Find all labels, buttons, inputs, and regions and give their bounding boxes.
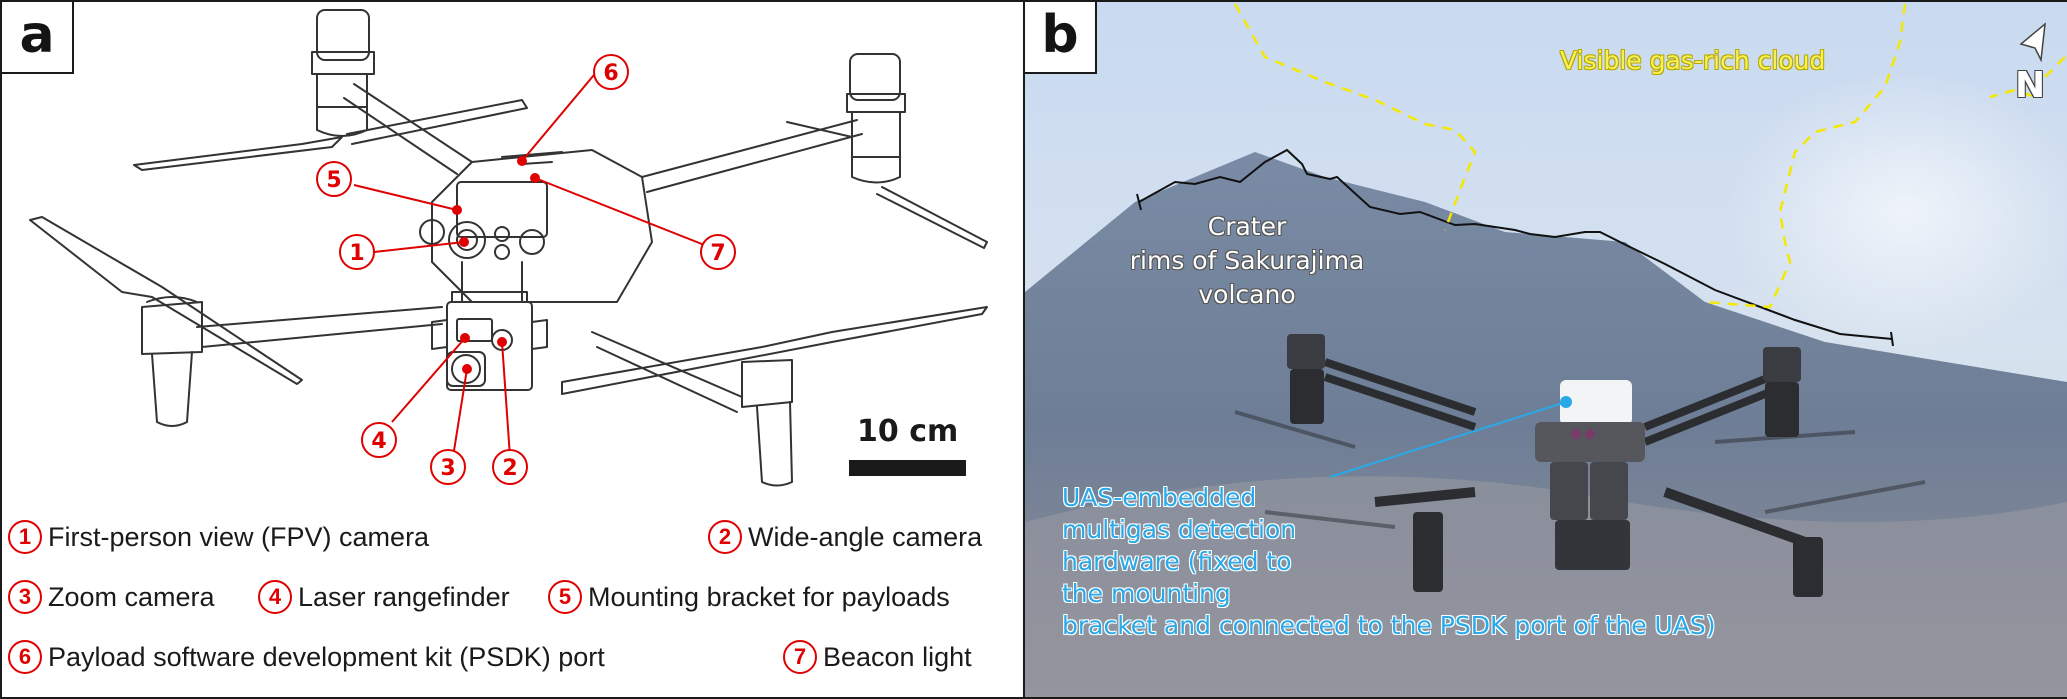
marker-2 (492, 449, 528, 485)
legend-item-5: 5 Mounting bracket for payloads (548, 580, 950, 614)
drone-body (419, 149, 653, 303)
panel-label-a: a (2, 2, 74, 74)
drone-photo (1287, 334, 1823, 597)
panel-label-b: b (1025, 2, 1097, 74)
legend-number-1: 1 (8, 520, 42, 554)
legend-item-3: 3 Zoom camera (8, 580, 215, 614)
crater-label-line-2: rims of Sakurajima (1129, 246, 1365, 275)
rear-right-arm (641, 53, 906, 193)
scale-bar-label: 10 cm (857, 414, 959, 449)
legend-text-5: Mounting bracket for payloads (588, 581, 950, 612)
marker-5 (316, 161, 352, 197)
uas-label-line-1: UAS-embedded (1062, 483, 1257, 512)
marker-6 (593, 54, 629, 90)
legend-number-7: 7 (783, 640, 817, 674)
propeller-front-left (29, 216, 303, 385)
legend-row-1: 1 First-person view (FPV) camera 2 Wide-… (8, 520, 1013, 560)
rear-left-arm (311, 9, 473, 175)
propeller-front-right (561, 306, 988, 395)
legend-text-1: First-person view (FPV) camera (48, 521, 430, 552)
legend-row-2: 3 Zoom camera 4 Laser rangefinder 5 Moun… (8, 580, 1013, 620)
front-left-arm (141, 296, 443, 427)
gas-cloud-boundary (1233, 3, 1907, 309)
uas-label-line-3: hardware (fixed to (1062, 547, 1292, 576)
propeller-rear-right (786, 121, 988, 249)
marker-3-number: 3 (440, 456, 455, 481)
gimbal-payload (431, 291, 548, 391)
marker-1-number: 1 (349, 241, 364, 266)
legend-number-2: 2 (708, 520, 742, 554)
legend-text-4: Laser rangefinder (298, 581, 510, 612)
panel-b: b Visible gas-rich cloud Crater rims of … (1023, 2, 2067, 697)
legend-number-5: 5 (548, 580, 582, 614)
legend-text-7: Beacon light (823, 641, 972, 672)
legend-item-4: 4 Laser rangefinder (258, 580, 510, 614)
legend-number-6: 6 (8, 640, 42, 674)
crater-label-line-3: volcano (1198, 280, 1296, 309)
crater-label-line-1: Crater (1207, 212, 1287, 241)
legend-text-6: Payload software development kit (PSDK) … (48, 641, 605, 672)
legend-text-2: Wide-angle camera (748, 521, 983, 552)
marker-3 (430, 449, 466, 485)
marker-7 (700, 234, 736, 270)
legend-row-3: 6 Payload software development kit (PSDK… (8, 640, 1013, 680)
legend-item-2: 2 Wide-angle camera (708, 520, 982, 554)
drone-line-drawing: 5 1 6 7 4 3 2 (29, 9, 988, 487)
scale-bar (849, 460, 966, 476)
legend-item-1: 1 First-person view (FPV) camera (8, 520, 429, 554)
marker-2-number: 2 (502, 456, 517, 481)
propeller-rear-left (133, 99, 528, 171)
crater-rim-line (1138, 148, 1893, 340)
marker-5-number: 5 (326, 168, 341, 193)
uas-callout-line (1329, 401, 1567, 478)
legend-item-7: 7 Beacon light (783, 640, 972, 674)
cloud-label: Visible gas-rich cloud (1560, 46, 1826, 75)
crater-label: Crater rims of Sakurajima volcano (1127, 210, 1367, 312)
legend-text-3: Zoom camera (48, 581, 215, 612)
marker-4 (361, 422, 397, 458)
panel-a: a (2, 2, 1021, 697)
marker-6-number: 6 (603, 61, 618, 86)
uas-label-line-2: multigas detection (1062, 515, 1297, 544)
marker-1 (339, 234, 375, 270)
uas-label-line-4: the mounting (1062, 579, 1231, 608)
volcano-photo (1025, 2, 2067, 697)
uas-hardware-label: UAS-embedded multigas detection hardware… (1062, 482, 1716, 642)
marker-7-number: 7 (710, 241, 725, 266)
marker-4-number: 4 (371, 429, 386, 454)
north-label: N (2015, 65, 2046, 106)
north-arrow-icon (2019, 22, 2046, 63)
legend-number-3: 3 (8, 580, 42, 614)
uas-label-line-5: bracket and connected to the PSDK port o… (1062, 611, 1716, 640)
legend-number-4: 4 (258, 580, 292, 614)
legend-item-6: 6 Payload software development kit (PSDK… (8, 640, 605, 674)
